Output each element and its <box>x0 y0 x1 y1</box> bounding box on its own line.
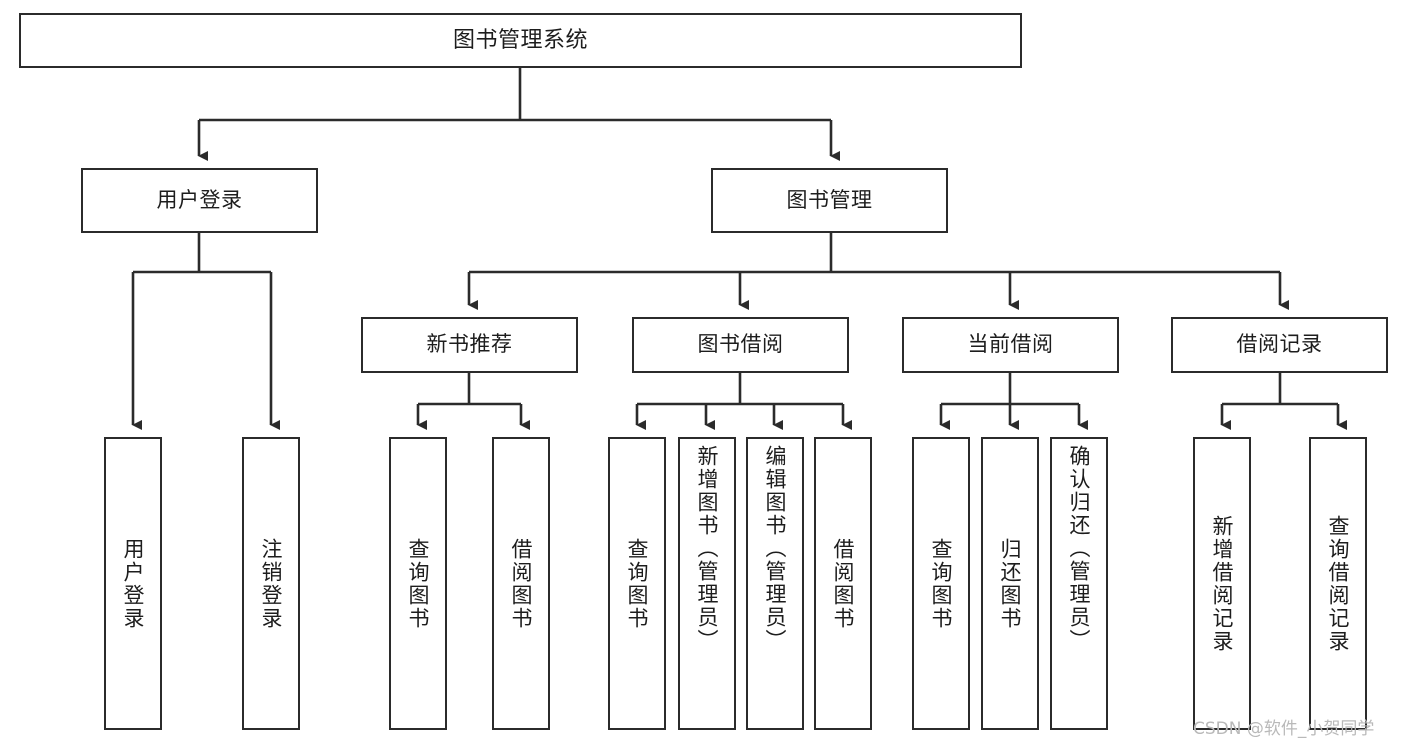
node-label: 归还图书 <box>998 537 1023 630</box>
node-current-borrow[interactable]: 当前借阅 <box>902 317 1119 373</box>
node-label: 查询图书 <box>625 537 650 630</box>
leaf-query-book-current[interactable]: 查询图书 <box>912 437 970 730</box>
node-label: 借阅图书 <box>509 537 534 630</box>
node-label: 借阅图书 <box>831 537 856 630</box>
node-borrow-records[interactable]: 借阅记录 <box>1171 317 1388 373</box>
leaf-add-borrow-record[interactable]: 新增借阅记录 <box>1193 437 1251 730</box>
leaf-borrow-book-recommend[interactable]: 借阅图书 <box>492 437 550 730</box>
node-label: 新书推荐 <box>426 332 513 357</box>
node-label: 用户登录 <box>156 187 243 212</box>
leaf-return-book[interactable]: 归还图书 <box>981 437 1039 730</box>
node-label: 编辑图书（管理员） <box>763 445 788 652</box>
node-label: 查询图书 <box>406 537 431 630</box>
node-label: 查询图书 <box>929 537 954 630</box>
node-book-borrow[interactable]: 图书借阅 <box>632 317 849 373</box>
node-root-system[interactable]: 图书管理系统 <box>19 13 1022 68</box>
leaf-edit-book-admin[interactable]: 编辑图书（管理员） <box>746 437 804 730</box>
node-label: 新增借阅记录 <box>1210 514 1235 653</box>
node-label: 借阅记录 <box>1236 332 1323 357</box>
node-label: 确认归还（管理员） <box>1067 445 1092 652</box>
node-label: 用户登录 <box>121 537 146 630</box>
node-book-management[interactable]: 图书管理 <box>711 168 948 233</box>
leaf-confirm-return-admin[interactable]: 确认归还（管理员） <box>1050 437 1108 730</box>
node-label: 查询借阅记录 <box>1326 514 1351 653</box>
node-label: 图书管理 <box>786 187 873 212</box>
node-user-login[interactable]: 用户登录 <box>81 168 318 233</box>
node-label: 当前借阅 <box>967 332 1054 357</box>
node-label: 图书借阅 <box>697 332 784 357</box>
leaf-logout[interactable]: 注销登录 <box>242 437 300 730</box>
node-label: 新增图书（管理员） <box>695 445 720 652</box>
leaf-query-book-borrow[interactable]: 查询图书 <box>608 437 666 730</box>
node-label: 图书管理系统 <box>452 27 588 53</box>
node-label: 注销登录 <box>259 537 284 630</box>
leaf-borrow-book[interactable]: 借阅图书 <box>814 437 872 730</box>
leaf-query-book-recommend[interactable]: 查询图书 <box>389 437 447 730</box>
leaf-user-login[interactable]: 用户登录 <box>104 437 162 730</box>
csdn-watermark: CSDN @软件_小贺同学 <box>1193 719 1375 739</box>
node-new-book-recommend[interactable]: 新书推荐 <box>361 317 578 373</box>
leaf-query-borrow-record[interactable]: 查询借阅记录 <box>1309 437 1367 730</box>
leaf-add-book-admin[interactable]: 新增图书（管理员） <box>678 437 736 730</box>
